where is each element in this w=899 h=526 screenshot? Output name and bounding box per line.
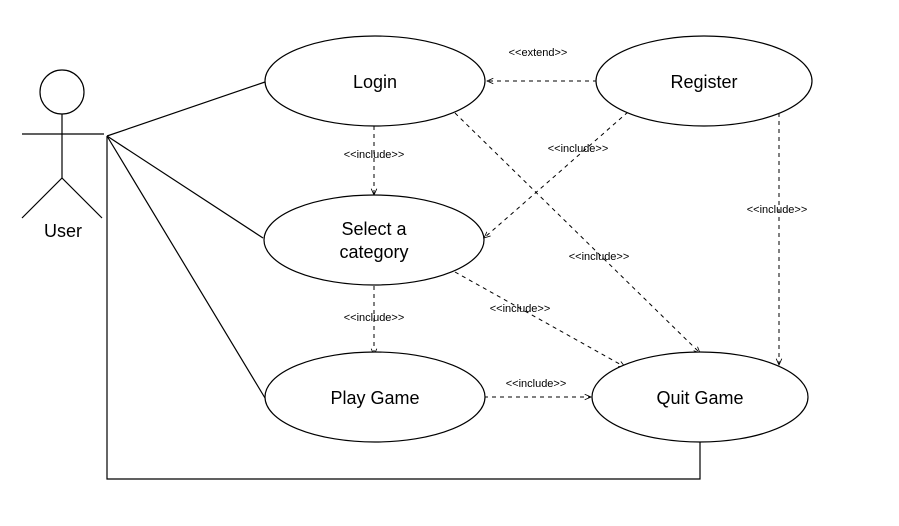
use-case-login[interactable]: Login <box>264 35 486 127</box>
relation-labels: <<extend>> <<include>> <<include>> <<inc… <box>344 47 808 390</box>
edge-select-quit <box>454 271 625 367</box>
use-case-play-game[interactable]: Play Game <box>264 351 486 443</box>
actor-user: User <box>21 69 104 241</box>
edge-register-select <box>484 111 629 238</box>
label-login-select: <<include>> <box>344 149 405 161</box>
use-case-login-label: Login <box>353 72 397 92</box>
label-register-quit: <<include>> <box>747 204 808 216</box>
assoc-quit <box>106 136 701 480</box>
use-case-select-category-shape <box>263 194 485 286</box>
relations <box>374 81 779 397</box>
use-case-play-game-label: Play Game <box>330 388 419 408</box>
assoc-login <box>106 81 266 137</box>
label-register-select: <<include>> <box>548 143 609 155</box>
use-case-select-label-line1: Select a <box>341 219 407 239</box>
label-register-login: <<extend>> <box>509 47 568 59</box>
use-case-register-label: Register <box>670 72 737 92</box>
label-select-play: <<include>> <box>344 312 405 324</box>
label-select-quit: <<include>> <box>490 303 551 315</box>
actor-right-leg <box>61 177 103 219</box>
assoc-select <box>106 135 264 239</box>
use-case-select-category[interactable]: Select a category <box>263 194 485 286</box>
use-case-register-shape <box>595 35 813 127</box>
use-case-register[interactable]: Register <box>595 35 813 127</box>
use-case-quit-game-label: Quit Game <box>656 388 743 408</box>
use-case-select-label-line2: category <box>339 242 408 262</box>
actor-head <box>39 69 85 115</box>
actor-associations <box>106 81 701 480</box>
actor-left-leg <box>21 177 63 219</box>
use-case-quit-game-shape <box>591 351 809 443</box>
actor-label: User <box>44 221 82 241</box>
label-login-quit: <<include>> <box>569 251 630 263</box>
edge-login-quit <box>454 112 700 353</box>
label-play-quit: <<include>> <box>506 378 567 390</box>
use-case-quit-game[interactable]: Quit Game <box>591 351 809 443</box>
use-case-play-game-shape <box>264 351 486 443</box>
assoc-play <box>106 135 266 399</box>
use-case-login-shape <box>264 35 486 127</box>
